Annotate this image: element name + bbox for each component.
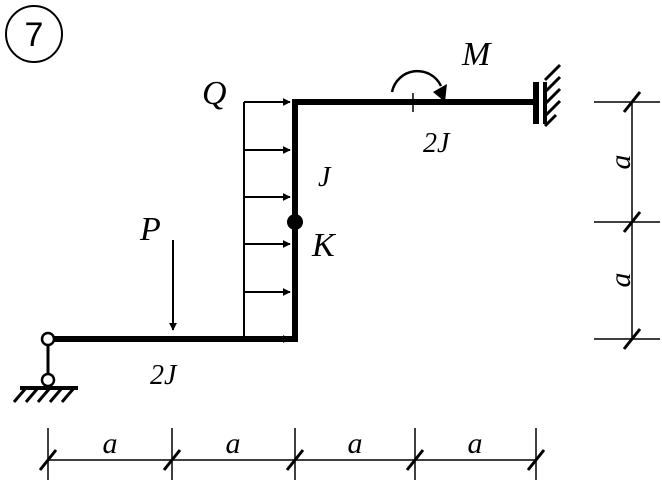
figure-number: 7 — [25, 16, 44, 54]
label-j-vertical: J — [318, 162, 332, 193]
label-j-bottom: 2J — [150, 360, 178, 391]
label-k: K — [311, 227, 337, 264]
hinge-k — [287, 214, 303, 230]
dim-h-4: a — [468, 427, 483, 460]
dim-v-2: a — [604, 273, 637, 288]
dim-h-3: a — [348, 427, 363, 460]
dim-h-2: a — [226, 427, 241, 460]
moment-m — [390, 69, 447, 112]
dim-v-1: a — [604, 155, 637, 170]
dim-h-1: a — [103, 427, 118, 460]
label-q: Q — [202, 75, 227, 112]
horizontal-dimension — [38, 428, 546, 480]
pin-support — [12, 331, 78, 403]
fixed-support — [533, 63, 562, 128]
label-p: P — [139, 211, 161, 248]
distributed-load-q — [243, 98, 291, 343]
label-j-top: 2J — [423, 128, 451, 159]
label-m: M — [461, 36, 492, 73]
vertical-dimension — [594, 91, 660, 350]
figure-number-badge: 7 — [5, 5, 63, 63]
